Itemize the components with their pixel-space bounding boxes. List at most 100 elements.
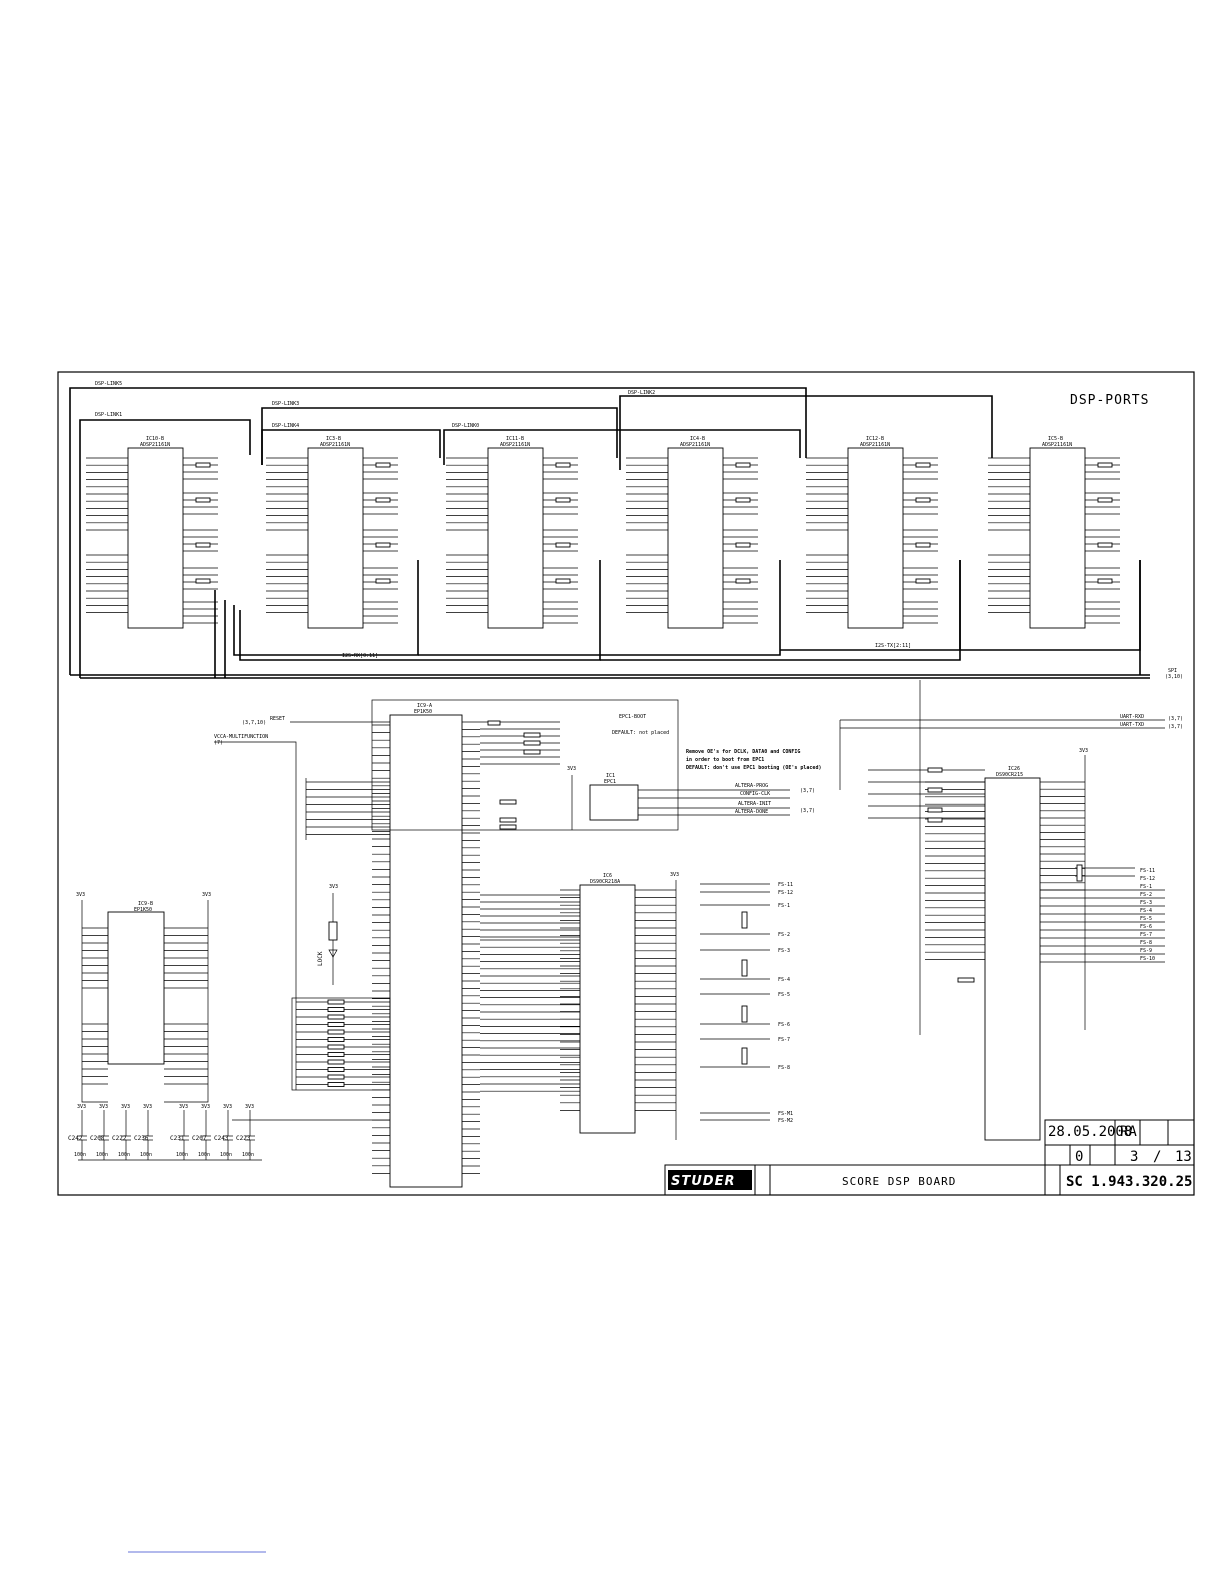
cap-value: 100n	[242, 1152, 254, 1158]
component-body	[195, 462, 211, 468]
fs-label: FS-7	[778, 1037, 790, 1043]
bus-label-link4: DSP-LINK4	[272, 423, 299, 429]
ep-ref-2: (3,7)	[800, 808, 815, 814]
ds90b-rail: 3V3	[1079, 748, 1088, 754]
component-body	[735, 578, 751, 584]
component-body	[499, 817, 517, 823]
sheet-initials: RA	[1120, 1124, 1137, 1140]
component-body	[741, 959, 748, 977]
component-body	[487, 720, 501, 726]
note-line-3: DEFAULT: don't use EPC1 booting (OE's pl…	[686, 765, 821, 771]
board-name: SCORE DSP BOARD	[842, 1175, 956, 1188]
cap-rail: 3V3	[121, 1104, 130, 1110]
fpga-section: IC9-A EP1K50 (3,7,10) RESET VCCA-MULTIFU…	[214, 699, 679, 1188]
chip-ref: IC12-B	[866, 436, 884, 442]
component-body	[927, 807, 943, 813]
fs-right-label: FS-7	[1140, 932, 1152, 938]
epc1-chip	[589, 784, 639, 821]
dsp-link-buses: DSP-LINK5 DSP-LINK1 DSP-LINK2 DSP-LINK3 …	[69, 381, 1183, 680]
fpga-power-pin-lines	[82, 927, 208, 1085]
component-body	[915, 542, 931, 548]
lvds-rx-section: IC6 DS90CR218A 3V3 FS-11FS-12FS-1FS-2FS-…	[560, 872, 793, 1140]
sheet-date: 28.05.2008	[1048, 1124, 1132, 1140]
ds90b-pin-lines	[868, 767, 1165, 983]
cap-rail: 3V3	[201, 1104, 210, 1110]
component-body	[195, 497, 211, 503]
dsp-chip-row: IC10-B ADSP21161N IC3-B ADSP21161N IC11-…	[86, 436, 1120, 629]
component-body	[741, 1047, 748, 1065]
fpga-power-section: IC9-B EP1K50 3V3 3V3	[76, 892, 211, 1103]
cap-label: C222	[112, 1135, 127, 1142]
reset-ref: (3,7,10)	[242, 720, 266, 726]
fpga-ic9a	[389, 714, 463, 1188]
title-block: STUDER SCORE DSP BOARD 28.05.2008 RA 0 3…	[664, 1119, 1195, 1196]
chip-part: ADSP21161N	[680, 442, 710, 448]
cap-rail: 3V3	[245, 1104, 254, 1110]
fs-right-label: FS-12	[1140, 876, 1155, 882]
fs-right-label: FS-9	[1140, 948, 1152, 954]
component-body	[1097, 462, 1113, 468]
uart-lines: UART-RXD UART-TXD (3,7) (3,7)	[839, 714, 1183, 790]
ds90a-part: DS90CR218A	[590, 879, 620, 885]
vcca-ref: (7)	[214, 740, 223, 746]
config-clk-label: CONFIG-CLK	[740, 791, 770, 797]
component-body	[375, 578, 391, 584]
drawing-frame	[57, 371, 1195, 1196]
epc1-section: IC1 EPC1 EPC1-BOOT DEFAULT: not placed R…	[567, 714, 821, 830]
cap-value: 100n	[74, 1152, 86, 1158]
fs-right-label: FS-5	[1140, 916, 1152, 922]
dsp-chip-ic12: IC12-B ADSP21161N	[847, 436, 904, 629]
component-body	[375, 542, 391, 548]
cap-value: 100n	[198, 1152, 210, 1158]
ds90cr218a-chip	[579, 884, 636, 1134]
component-body	[1097, 578, 1113, 584]
uart-rx-ref: (3,7)	[1168, 716, 1183, 722]
component-body	[957, 977, 975, 983]
ds90a-ref: IC6	[603, 873, 612, 879]
bus-label-link1: DSP-LINK1	[95, 412, 122, 418]
dsp-chip-ic3: IC3-B ADSP21161N	[307, 436, 364, 629]
component-body	[927, 817, 943, 823]
component-body	[499, 799, 517, 805]
component-body	[915, 497, 931, 503]
chip-ref: IC10-B	[146, 436, 164, 442]
chip-ref: IC5-B	[1048, 436, 1063, 442]
component-body	[327, 1052, 345, 1057]
component-body	[195, 578, 211, 584]
dsp-chip-ic5: IC5-B ADSP21161N	[1029, 436, 1086, 629]
fs-label: FS-M2	[778, 1118, 793, 1124]
fpga-part: EP1K50	[414, 709, 432, 715]
reset-label: RESET	[270, 716, 285, 722]
component-body	[555, 462, 571, 468]
component-body	[735, 497, 751, 503]
altera-done-label: ALTERA-DONE	[735, 809, 768, 815]
cap-rail: 3V3	[223, 1104, 232, 1110]
fs-right-label: FS-11	[1140, 868, 1155, 874]
doc-number: SC 1.943.320.25	[1066, 1174, 1192, 1190]
vcca-label: VCCA-MULTIFUNCTION	[214, 734, 268, 740]
note-line-2: in order to boot from EPC1	[686, 757, 764, 763]
uart-tx-label: UART-TXD	[1120, 722, 1144, 728]
component-body	[375, 462, 391, 468]
bus-label-link2: DSP-LINK2	[628, 390, 655, 396]
led-lock-label: LOCK	[317, 951, 324, 966]
cap-label: C236	[134, 1135, 149, 1142]
epc1-ref: IC1	[606, 773, 615, 779]
fs-right-label: FS-2	[1140, 892, 1152, 898]
ds90a-rail: 3V3	[670, 872, 679, 878]
component-body	[327, 999, 345, 1005]
cap-label: C223	[236, 1135, 251, 1142]
fpga-power-ref: IC9-B	[138, 901, 153, 907]
altera-prog-label: ALTERA-PROG	[735, 783, 768, 789]
component-body	[327, 1074, 345, 1080]
component-body	[555, 542, 571, 548]
chip-part: ADSP21161N	[1042, 442, 1072, 448]
cap-label: C242	[68, 1135, 83, 1142]
epc1-part: EPC1	[604, 779, 616, 785]
component-body	[915, 462, 931, 468]
fpga-pin-lines	[372, 720, 580, 1174]
fs-label: FS-11	[778, 882, 793, 888]
component-body	[1097, 542, 1113, 548]
